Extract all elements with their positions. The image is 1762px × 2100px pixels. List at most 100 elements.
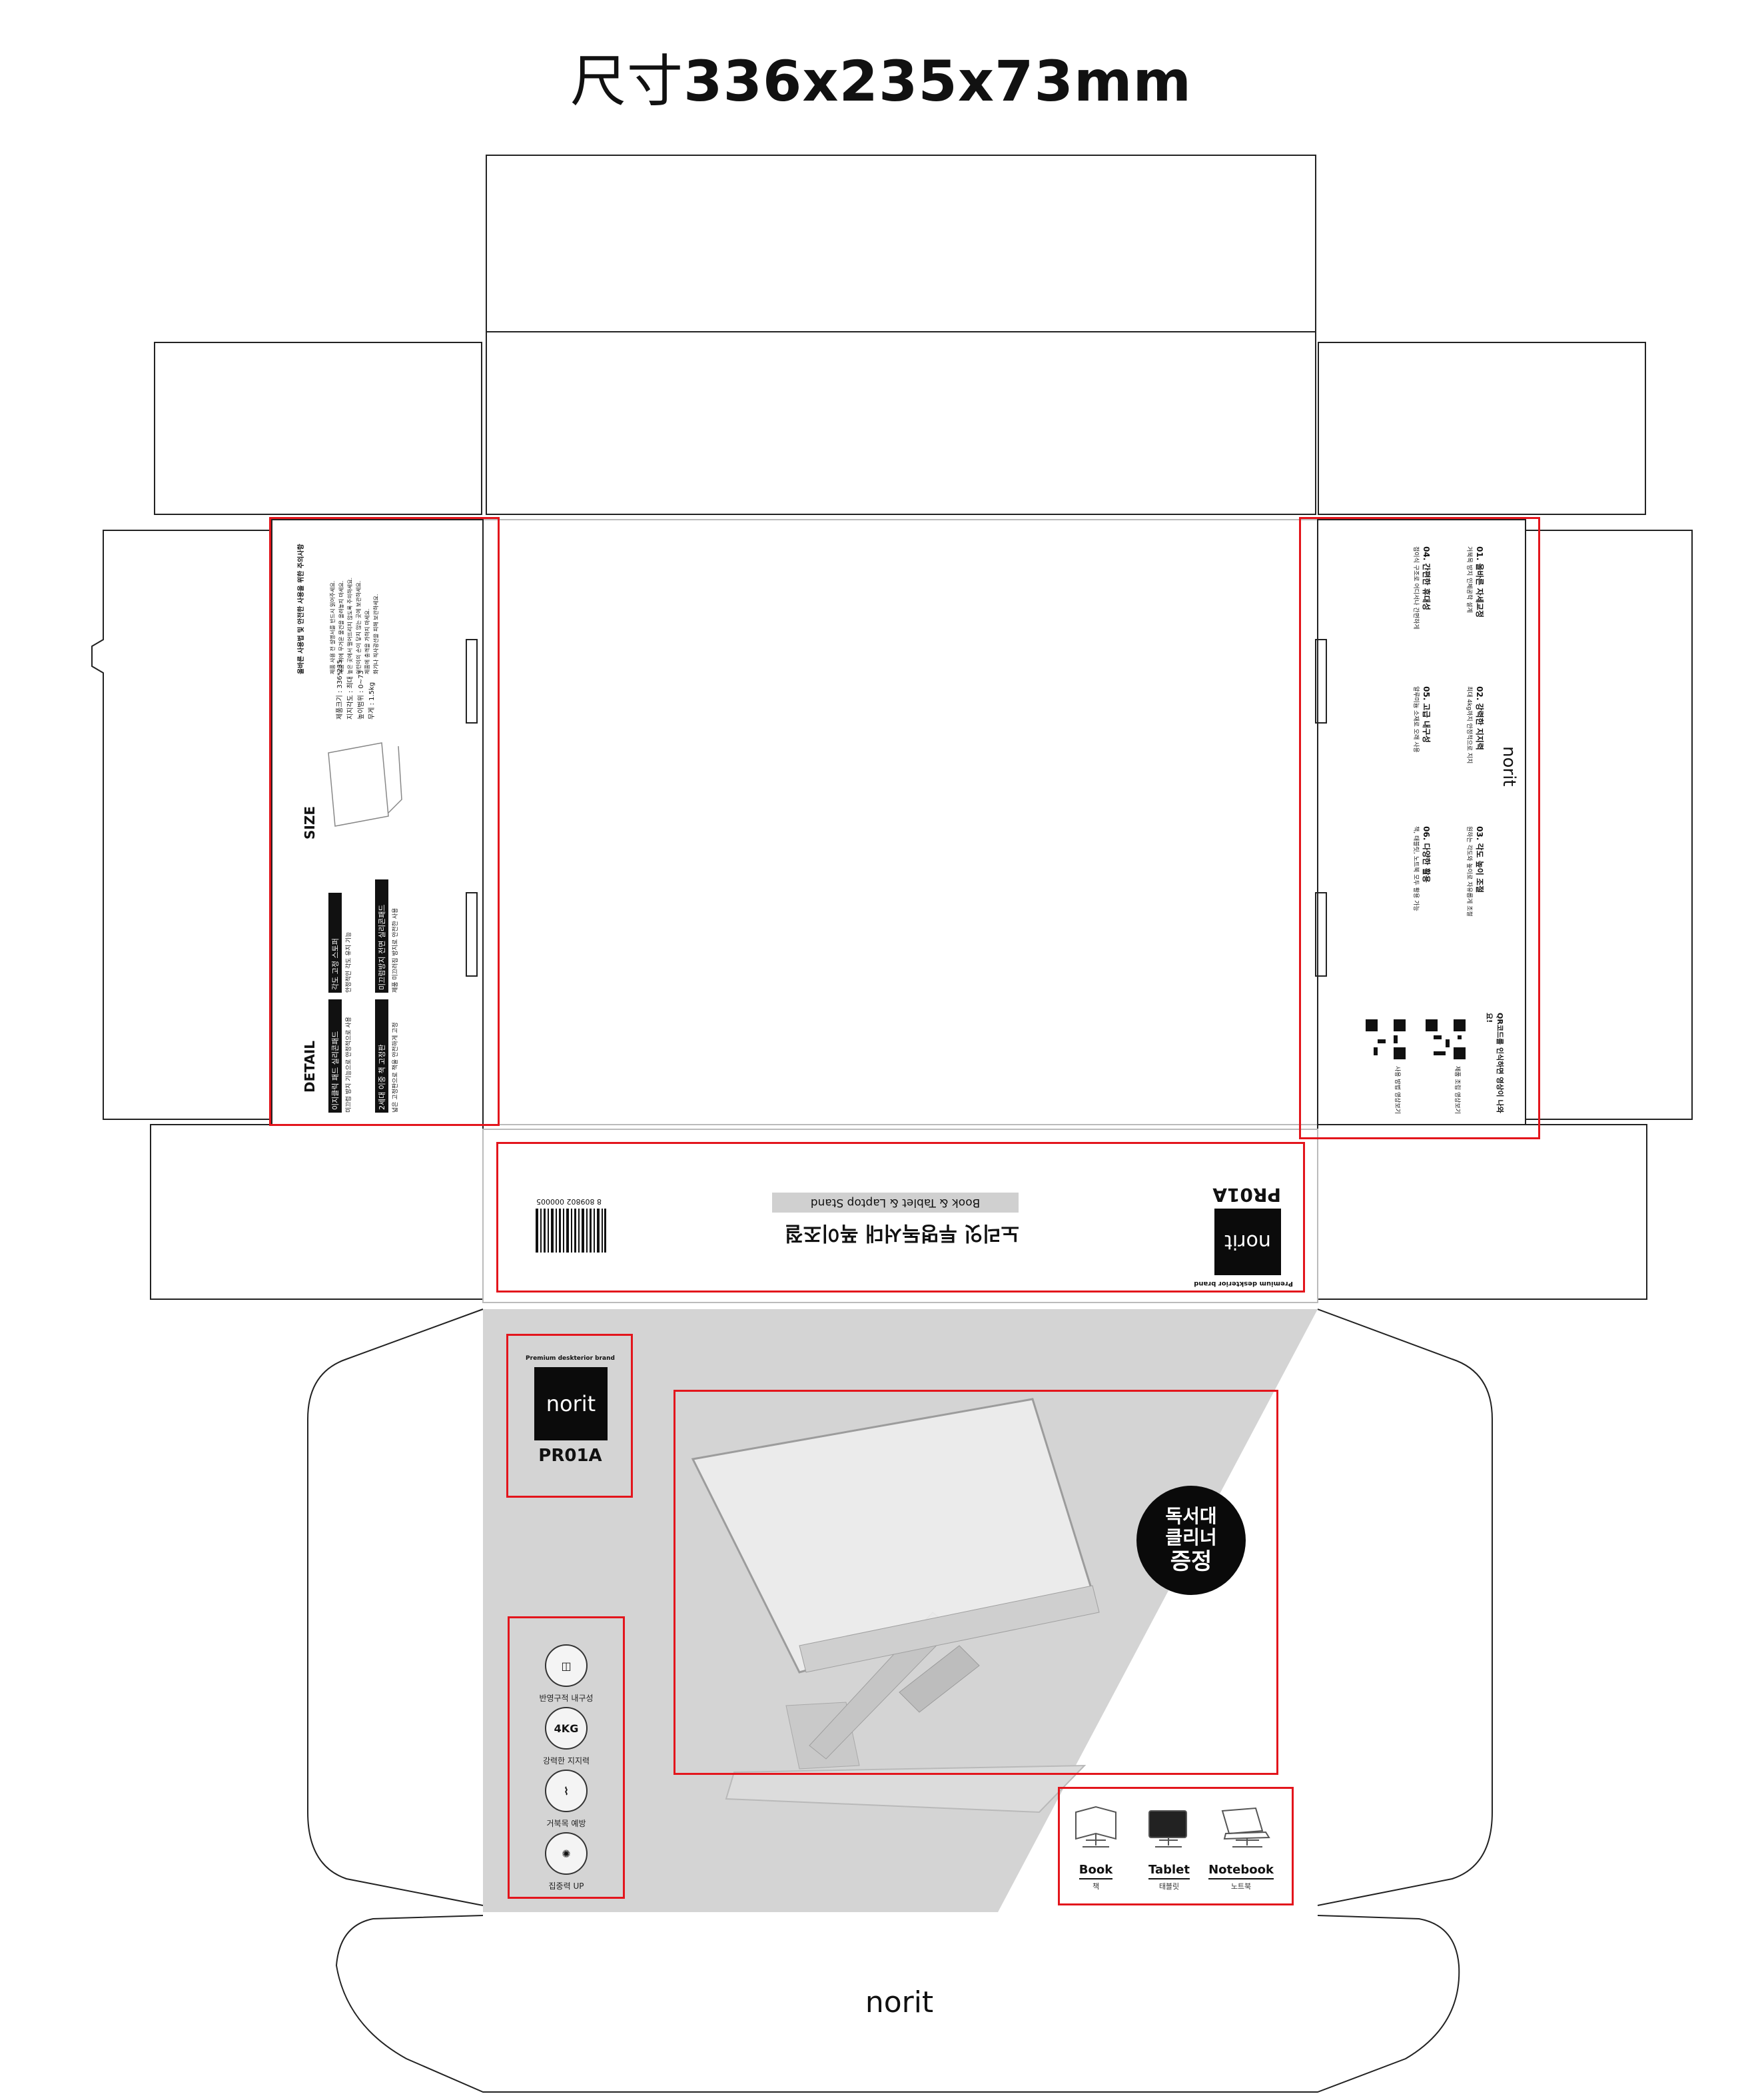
top-left-flap: [154, 342, 482, 515]
badge-line-3: 증정: [1170, 1548, 1212, 1575]
flap-logo-text: norit: [1224, 1230, 1271, 1254]
right-feature: 03. 각도 높이 조절 원하는 각도와 높이로 자유롭게 조절: [1466, 826, 1486, 959]
feature-label: 반영구적 내구성: [539, 1694, 594, 1703]
dimension-value: 336x235x73mm: [683, 49, 1192, 114]
posture-icon: ⌇: [545, 1770, 588, 1812]
caution-list: 제품 사용 전 설명서를 반드시 읽어주세요. 제품 위에 무거운 물건을 올려…: [328, 534, 380, 674]
detail-title: 각도 고정 스토퍼: [328, 893, 342, 993]
right-feature: 02. 강력한 지지력 최대 4kg까지 안정적으로 지지: [1466, 686, 1486, 819]
detail-item: 이지클릭 패드 실리콘패드 미끄럼 방지 기능으로 안정적으로 사용: [328, 999, 352, 1113]
right-feature-text: 접이식 구조로 어디서나 간편하게: [1412, 546, 1419, 630]
right-feature-title: 01. 올바른 자세교정: [1475, 546, 1484, 618]
display-icon: ◫: [545, 1644, 588, 1687]
use-notebook-en: Notebook: [1208, 1863, 1274, 1879]
right-feature-title: 03. 각도 높이 조절: [1475, 826, 1484, 893]
left-panel-highlight: [269, 517, 500, 1126]
bulb-icon: ✺: [545, 1832, 588, 1875]
front-logo: norit: [534, 1367, 608, 1440]
right-feature-title: 04. 간편한 휴대성: [1422, 546, 1431, 610]
qr-code-icon: [1426, 1019, 1466, 1059]
badge-line-1: 독서대: [1165, 1505, 1217, 1527]
front-flap-panel: [482, 1129, 1318, 1303]
caution-item: 제품에 충격을 가하지 마세요.: [364, 608, 370, 675]
right-panel-content: norit 01. 올바른 자세교정 거북목 방지 인체공학 설계 02. 강력…: [1312, 533, 1526, 1133]
caution-item: 제품 사용 전 설명서를 반드시 읽어주세요.: [330, 580, 336, 674]
book-icon: [1075, 1806, 1116, 1840]
tablet-icon: [1148, 1810, 1187, 1838]
uses-highlight: [1058, 1787, 1294, 1905]
right-feature-title: 06. 다양한 활용: [1422, 826, 1431, 883]
barcode: [536, 1209, 606, 1253]
use-tablet-en: Tablet: [1148, 1863, 1190, 1879]
qr-label: 사용 방법 영상보기: [1394, 1066, 1400, 1114]
front-flap-highlight: [496, 1142, 1305, 1293]
bottom-logo: norit: [865, 1985, 934, 2019]
right-feature-text: 거북목 방지 인체공학 설계: [1466, 546, 1472, 613]
use-notebook-ko: 노트북: [1230, 1882, 1252, 1891]
feature-label: 집중력 UP: [548, 1881, 584, 1891]
slot: [1315, 892, 1327, 977]
right-logo: norit: [1499, 746, 1519, 787]
detail-text: 안정적인 각도 유지 기능: [346, 931, 352, 993]
slot: [466, 639, 478, 724]
use-tablet-ko: 태블릿: [1158, 1882, 1180, 1891]
use-book-en: Book: [1079, 1863, 1113, 1879]
notebook-icon: [1221, 1807, 1264, 1835]
weight-icon: 4KG: [545, 1707, 588, 1750]
bottom-tuck-flap: [335, 1915, 1460, 2093]
feature-label: 거북목 예방: [546, 1819, 586, 1828]
right-feature-title: 05. 고급 내구성: [1422, 686, 1431, 743]
right-feature: 01. 올바른 자세교정 거북목 방지 인체공학 설계: [1466, 546, 1486, 680]
detail-item: 미끄럼방지 전면 실리콘패드 제품 미끄러짐 방지로 안전한 사용: [375, 879, 399, 993]
features-highlight: [508, 1616, 625, 1899]
badge-line-2: 클리너: [1165, 1526, 1217, 1548]
top-right-flap: [1318, 342, 1646, 515]
detail-title: 2세대 이중 책 고정판: [375, 999, 388, 1113]
right-feature-text: 알루미늄 소재로 오래 사용: [1412, 686, 1419, 753]
caution-item: 높은 곳에서 떨어뜨리지 않도록 주의하세요.: [347, 577, 353, 674]
stand-illustration: [691, 1398, 1100, 1814]
dimension-title: 尺寸336x235x73mm: [0, 37, 1762, 117]
bottom-left-flap: [307, 1309, 484, 1906]
right-panel-highlight: [1299, 517, 1540, 1139]
product-image-highlight: [673, 1390, 1278, 1775]
logo-highlight: [506, 1334, 633, 1498]
flap-logo: norit: [1214, 1209, 1281, 1275]
detail-item: 각도 고정 스토퍼 안정적인 각도 유지 기능: [328, 893, 352, 993]
use-tablet: Tablet 태블릿: [1132, 1863, 1206, 1891]
right-feature: 05. 고급 내구성 알루미늄 소재로 오래 사용: [1412, 686, 1432, 819]
bottom-right-flap: [1317, 1309, 1493, 1906]
front-brand-tagline: Premium deskterior brand: [526, 1355, 615, 1362]
use-notebook: Notebook 노트북: [1204, 1863, 1278, 1891]
detail-title: 미끄럼방지 전면 실리콘패드: [375, 879, 388, 993]
detail-title: 이지클릭 패드 실리콘패드: [328, 999, 342, 1113]
detail-text: 제품 미끄러짐 방지로 안전한 사용: [392, 907, 399, 993]
use-book: Book 책: [1059, 1863, 1132, 1891]
flap-product-en: Book & Tablet & Laptop Stand: [772, 1193, 1019, 1213]
detail-text: 미끄럼 방지 기능으로 안정적으로 사용: [346, 1017, 352, 1113]
caution-heading: 올바른 사용법 및 안전한 사용을 위한 주의사항: [298, 544, 305, 674]
front-model: PR01A: [538, 1446, 602, 1466]
gift-badge: 독서대 클리너 증정: [1136, 1486, 1246, 1595]
caution-item: 제품 위에 무거운 물건을 올려놓지 마세요.: [338, 580, 344, 674]
qr-label: 제품 조립 영상보기: [1454, 1066, 1460, 1114]
book-stand-icon: [1083, 1834, 1109, 1847]
feature-label: 강력한 지지력: [542, 1756, 590, 1766]
dimension-prefix: 尺寸: [570, 49, 683, 114]
detail-heading: DETAIL: [302, 1040, 318, 1093]
left-panel-content: DETAIL 이지클릭 패드 실리콘패드 미끄럼 방지 기능으로 안정적으로 사…: [275, 520, 495, 1119]
size-diagram: [328, 742, 402, 827]
flap-brand-tagline: Premium deskterior brand: [1194, 1280, 1293, 1287]
front-logo-text: norit: [546, 1391, 596, 1416]
detail-text: 넓은 고정판으로 책을 안전하게 고정: [392, 1022, 399, 1113]
right-feature: 04. 간편한 휴대성 접이식 구조로 어디서나 간편하게: [1412, 546, 1432, 680]
right-feature-text: 책, 태블릿, 노트북 모두 활용 가능: [1412, 826, 1419, 911]
right-feature-title: 02. 강력한 지지력: [1475, 686, 1484, 750]
qr-code-icon: [1366, 1019, 1406, 1059]
flap-model: PR01A: [1212, 1184, 1281, 1206]
caution-item: 어린이의 손이 닿지 않는 곳에 보관하세요.: [356, 580, 362, 674]
right-feature-text: 원하는 각도와 높이로 자유롭게 조절: [1466, 826, 1472, 917]
size-heading: SIZE: [302, 805, 318, 839]
qr-heading: QR코드를 인식하면 영상이 나와요!: [1485, 1013, 1504, 1113]
